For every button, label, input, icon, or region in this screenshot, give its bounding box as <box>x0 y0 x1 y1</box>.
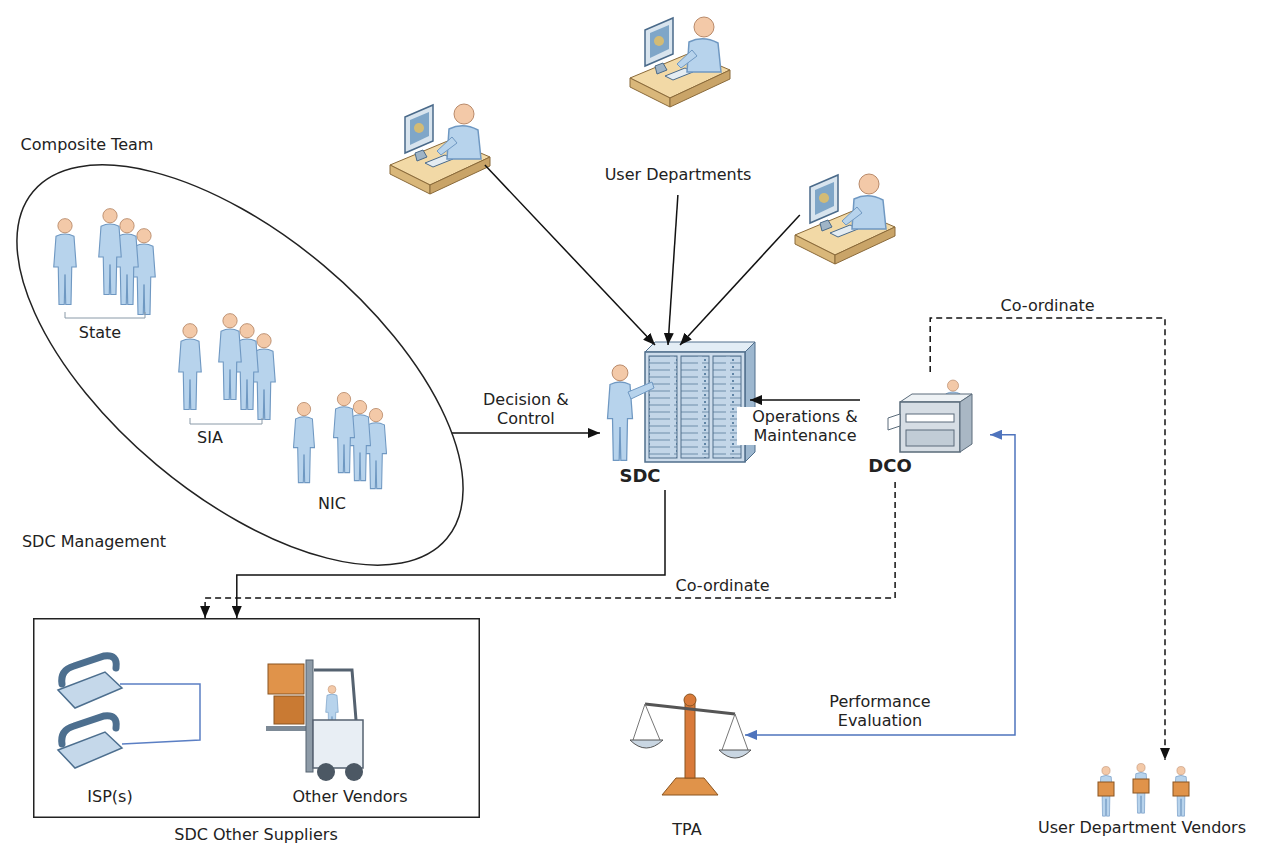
isp-group: ISP(s) <box>45 640 205 810</box>
node-label: Other Vendors <box>292 787 407 807</box>
node-label: Composite Team <box>21 135 154 155</box>
connector-arrow <box>485 165 655 345</box>
balance-scales <box>630 694 751 795</box>
edge-label: Operations & Maintenance <box>737 407 873 445</box>
dashed-connector <box>930 318 1165 760</box>
forklift <box>266 660 363 781</box>
node-label: SDC Management <box>22 532 166 552</box>
supplier-box: SDC Other Suppliers ISP(s) Other Vendors <box>33 618 480 846</box>
telephones <box>58 656 200 768</box>
node-label: State <box>79 323 121 343</box>
edge-label: Performance Evaluation <box>812 692 948 730</box>
composite-team-ellipse: Composite TeamSDC Management StateSIA NIC <box>18 132 478 557</box>
dashed-connector <box>205 482 895 618</box>
node-label: User Department Vendors <box>1038 818 1246 838</box>
node-label: DCO <box>868 455 911 477</box>
operator-copier <box>888 380 972 452</box>
ellipse-outline <box>18 132 478 557</box>
team-group: NIC <box>280 385 400 515</box>
connector-arrow <box>680 215 800 345</box>
node-label: SDC Other Suppliers <box>174 825 338 845</box>
node-label: NIC <box>318 494 346 514</box>
team-figures <box>54 209 387 489</box>
connector-arrow <box>745 435 1015 735</box>
user-departments-group: User Departments <box>380 5 910 270</box>
edge-label: Co-ordinate <box>998 296 1098 315</box>
operator-station: DCO <box>860 372 990 482</box>
node-label: SDC <box>619 465 660 487</box>
connector-arrow <box>668 195 678 345</box>
server-rack <box>608 342 756 462</box>
data-center-server: SDC <box>600 345 750 490</box>
node-label: User Departments <box>605 165 752 185</box>
node-label: ISP(s) <box>87 787 132 807</box>
team-group: State <box>45 200 170 345</box>
audit-scales: TPA <box>630 680 745 845</box>
connector-arrow <box>237 490 665 618</box>
team-group: SIA <box>165 300 290 450</box>
node-label: TPA <box>672 820 701 840</box>
edge-label: Co-ordinate <box>673 576 773 595</box>
vendor-group: User Department Vendors <box>1030 760 1255 845</box>
connector-arrow <box>452 432 600 434</box>
vendor-figures <box>1098 764 1189 817</box>
connector-arrow <box>750 399 860 401</box>
edge-label: Decision & Control <box>468 390 584 428</box>
desk-workers <box>390 17 895 264</box>
node-label: SIA <box>197 428 223 448</box>
vendor-group: Other Vendors <box>235 640 465 810</box>
